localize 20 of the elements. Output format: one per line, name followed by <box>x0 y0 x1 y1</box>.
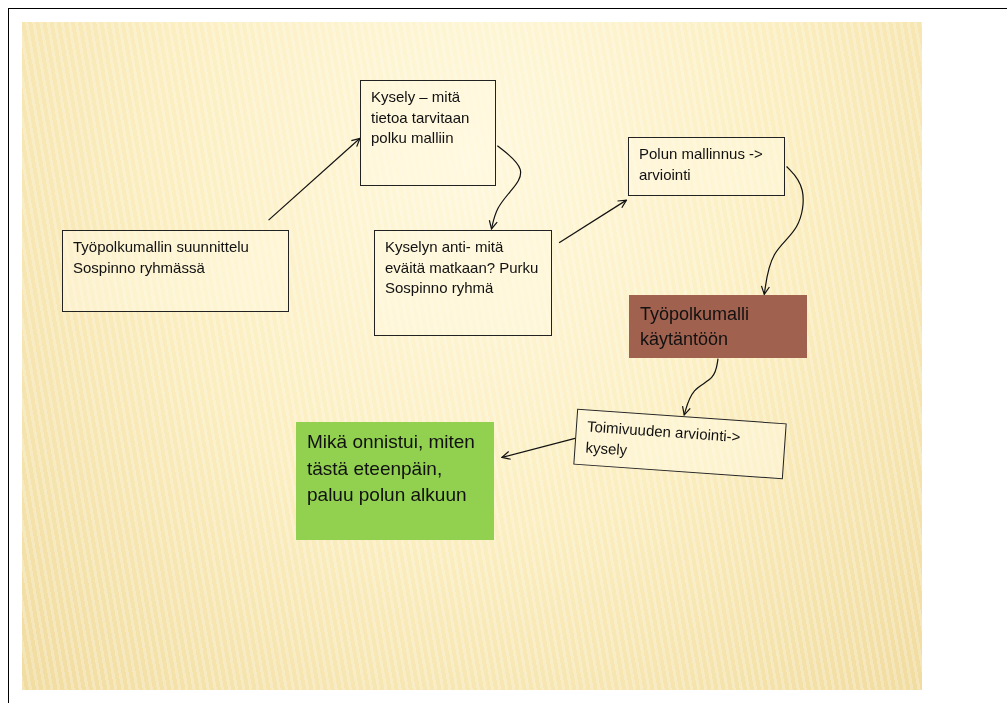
process-box <box>296 422 494 540</box>
box-text: Toimivuuden arviointi-> kysely <box>584 416 743 460</box>
arrow <box>488 145 522 230</box>
process-box <box>374 230 552 336</box>
box-text: Työpolkumallin suunnittelu Sospinno ryhmässä <box>73 237 250 278</box>
process-box <box>573 408 787 480</box>
arrow <box>267 137 361 221</box>
arrow <box>558 199 628 244</box>
box-text: Kyselyn anti- mitä eväitä matkaan? Purku Sospinno ryhmä <box>385 237 540 299</box>
arrow <box>681 358 719 416</box>
process-box <box>62 230 289 312</box>
process-box <box>360 80 496 186</box>
box-text: Työpolkumalli käytäntöön <box>640 303 751 352</box>
box-text: Polun mallinnus -> arviointi <box>639 144 764 185</box>
box-text: Kysely – mitä tietoa tarvitaan polku malliin <box>371 87 471 149</box>
box-text: Mikä onnistui, miten tästä eteenpäin, paluu polun alkuun <box>307 430 476 508</box>
arrow <box>760 165 804 295</box>
process-box <box>629 295 807 358</box>
arrow <box>501 437 576 460</box>
process-box <box>628 137 785 196</box>
